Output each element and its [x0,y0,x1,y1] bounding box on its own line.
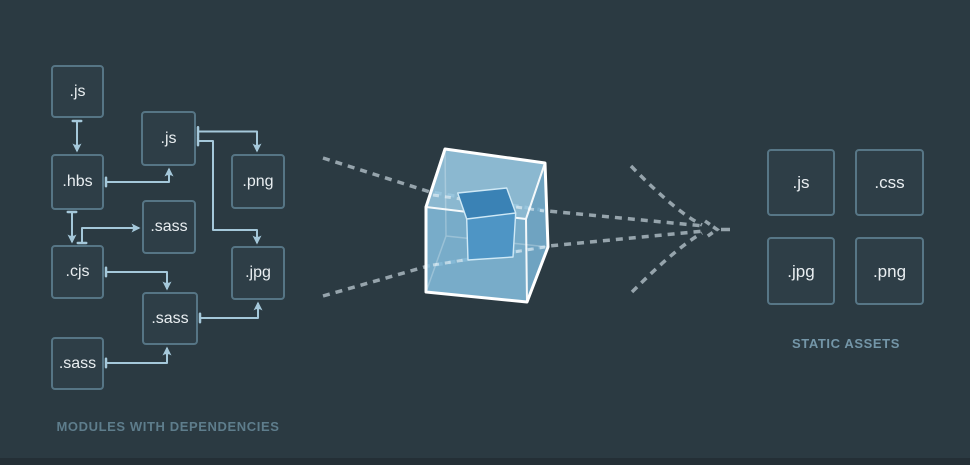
asset-box-jpg: .jpg [767,237,835,305]
arrow-cjs-to-sass-low [104,266,172,291]
module-box-js-mid: .js [141,111,196,166]
dependency-arrows [66,119,263,369]
asset-box-js: .js [767,149,835,216]
module-box-hbs: .hbs [51,154,104,210]
inner-cube-edges [457,187,517,261]
module-box-sass-lower: .sass [142,292,198,345]
module-box-png: .png [231,154,285,209]
inner-cube [457,187,517,261]
module-box-sass-bottom: .sass [51,337,104,390]
asset-box-png: .png [855,237,924,305]
module-box-jpg: .jpg [231,246,285,300]
inner-cube-top [457,188,516,219]
cube-silhouette [424,147,550,304]
arrow-hbs-to-js [104,167,174,188]
right-group-caption: STATIC ASSETS [792,336,900,351]
flow-line-top-diagonal [629,164,703,227]
arrow-sass-to-jpg [198,301,263,324]
bundler-cube [424,147,550,304]
module-box-cjs: .cjs [51,245,104,299]
left-group-caption: MODULES WITH DEPENDENCIES [56,419,280,434]
arrow-cjs-to-sass-mid [76,223,141,245]
asset-box-css: .css [855,149,924,216]
inner-cube-front [466,213,516,260]
footer-strip [0,458,970,465]
flow-line-bottom-diagonal [630,231,703,294]
module-box-sass-mid: .sass [142,200,196,254]
arrow-js-to-jpg [196,135,262,245]
arrow-sass-to-sass [104,346,172,369]
module-box-js-top: .js [51,65,104,118]
cube-face-top [426,149,545,219]
flow-arrowhead-chevron [703,219,721,240]
cube-face-right [526,163,548,302]
